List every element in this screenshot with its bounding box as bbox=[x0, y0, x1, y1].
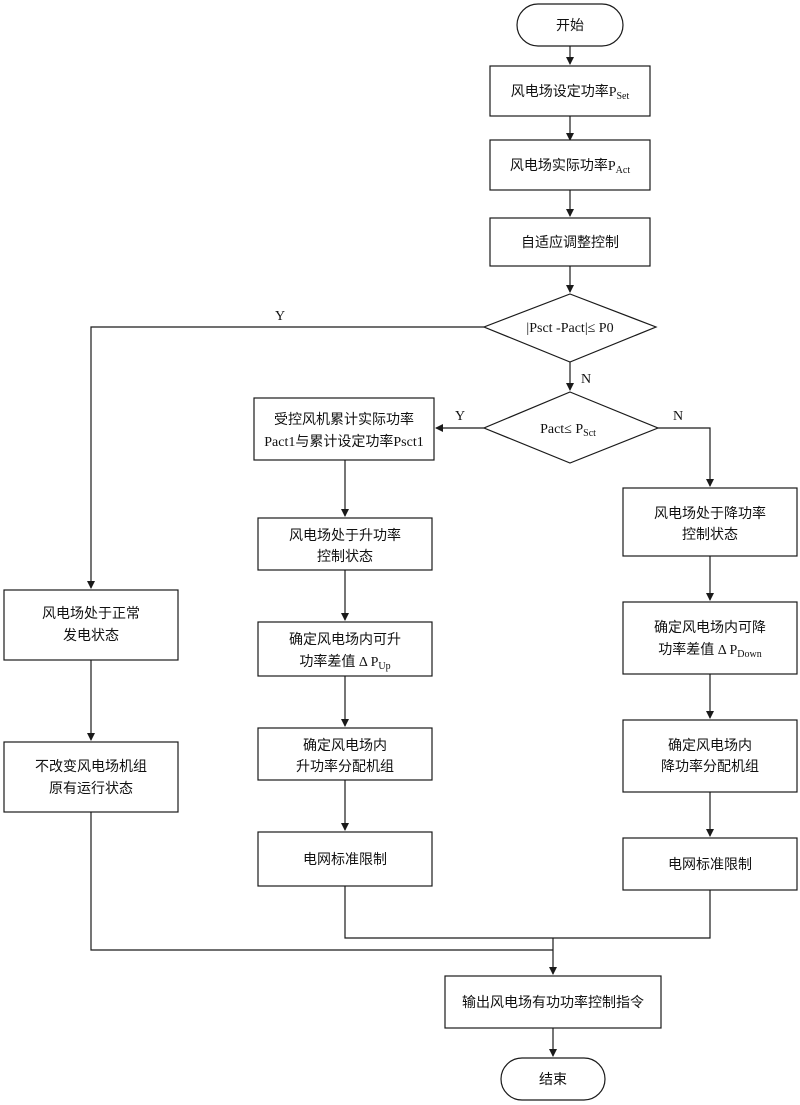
up-margin-box: 确定风电场内可升 功率差值 Δ PUp bbox=[257, 621, 433, 677]
decision2-no-label: N bbox=[673, 409, 683, 424]
decision2-label: Pact≤ PSct bbox=[540, 422, 596, 439]
accumulate-line2: Pact1与累计设定功率Psct1 bbox=[264, 433, 423, 450]
normal-state-line1: 风电场处于正常 bbox=[42, 606, 140, 622]
adaptive-box: 自适应调整控制 bbox=[489, 217, 651, 267]
normal-state-line2: 发电状态 bbox=[63, 628, 119, 644]
decision1-no-label: N bbox=[581, 372, 591, 387]
keep-state-line1: 不改变风电场机组 bbox=[35, 759, 147, 775]
accumulate-box: 受控风机累计实际功率 Pact1与累计设定功率Psct1 bbox=[253, 397, 435, 461]
up-grid-label: 电网标准限制 bbox=[303, 852, 387, 868]
accumulate-line1: 受控风机累计实际功率 bbox=[274, 411, 414, 428]
down-state-line1: 风电场处于降功率 bbox=[654, 505, 766, 522]
connectors bbox=[87, 46, 714, 1057]
normal-state-box: 风电场处于正常 发电状态 bbox=[3, 589, 179, 661]
decision1-yes-label: Y bbox=[275, 309, 285, 324]
start-label: 开始 bbox=[556, 18, 584, 34]
keep-state-line2: 原有运行状态 bbox=[49, 781, 133, 797]
keep-state-box: 不改变风电场机组 原有运行状态 bbox=[3, 741, 179, 813]
down-grid-label: 电网标准限制 bbox=[668, 857, 752, 873]
down-state-box: 风电场处于降功率 控制状态 bbox=[622, 487, 798, 557]
decision1-label: |Psct -Pact|≤ P0 bbox=[526, 321, 613, 336]
output-box: 输出风电场有功功率控制指令 bbox=[444, 975, 662, 1029]
down-state-line2: 控制状态 bbox=[682, 527, 738, 543]
decision2-yes-label: Y bbox=[455, 409, 465, 424]
end-label: 结束 bbox=[539, 1072, 567, 1088]
up-grid-box: 电网标准限制 bbox=[257, 831, 433, 887]
decision1-diamond: |Psct -Pact|≤ P0 bbox=[482, 293, 658, 363]
set-power-label: 风电场设定功率PSet bbox=[511, 83, 630, 102]
start-node: 开始 bbox=[516, 3, 624, 47]
arrow-decision1-yes bbox=[87, 326, 484, 589]
up-alloc-line2: 升功率分配机组 bbox=[296, 758, 394, 775]
down-margin-box: 确定风电场内可降 功率差值 Δ PDown bbox=[622, 601, 798, 675]
arrow-decision2-no bbox=[658, 427, 714, 487]
adaptive-label: 自适应调整控制 bbox=[521, 234, 619, 251]
up-state-box: 风电场处于升功率 控制状态 bbox=[257, 517, 433, 571]
up-alloc-line1: 确定风电场内 bbox=[303, 738, 387, 754]
up-state-line2: 控制状态 bbox=[317, 549, 373, 565]
down-margin-line2: 功率差值 Δ PDown bbox=[658, 641, 761, 660]
down-alloc-line2: 降功率分配机组 bbox=[661, 758, 759, 775]
down-alloc-box: 确定风电场内 降功率分配机组 bbox=[622, 719, 798, 793]
up-margin-line1: 确定风电场内可升 bbox=[289, 632, 401, 648]
up-margin-line2: 功率差值 Δ PUp bbox=[299, 653, 390, 672]
actual-power-label: 风电场实际功率PAct bbox=[510, 157, 630, 176]
actual-power-box: 风电场实际功率PAct bbox=[489, 139, 651, 191]
output-label: 输出风电场有功功率控制指令 bbox=[462, 994, 644, 1011]
up-state-line1: 风电场处于升功率 bbox=[289, 527, 401, 544]
decision2-diamond: Pact≤ PSct bbox=[482, 391, 660, 464]
line-keep-to-merge bbox=[90, 812, 553, 951]
line-grids-merge bbox=[344, 886, 711, 939]
down-margin-line1: 确定风电场内可降 bbox=[654, 620, 766, 636]
end-node: 结束 bbox=[500, 1057, 606, 1101]
down-alloc-line1: 确定风电场内 bbox=[668, 738, 752, 754]
set-power-box: 风电场设定功率PSet bbox=[489, 65, 651, 117]
up-alloc-box: 确定风电场内 升功率分配机组 bbox=[257, 727, 433, 781]
down-grid-box: 电网标准限制 bbox=[622, 837, 798, 891]
